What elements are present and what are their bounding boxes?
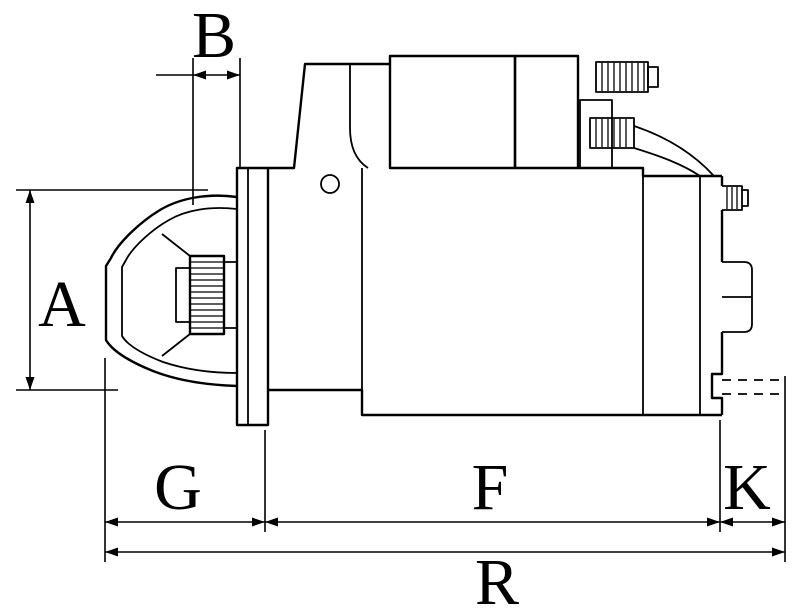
pinion-gear	[188, 254, 226, 336]
dimension-f-arrow-left	[265, 517, 278, 527]
dimension-a: A	[16, 189, 208, 391]
dimension-b: B	[156, 0, 241, 205]
pinion-shaft	[175, 261, 237, 329]
flange-plate	[235, 166, 270, 427]
dimension-g-arrow-left	[105, 517, 118, 527]
terminal-stud-top-threads	[601, 63, 645, 91]
body-section-joints	[361, 168, 701, 415]
dimension-label-a: A	[38, 268, 86, 341]
mounting-flange	[235, 166, 270, 427]
terminal-stud-lower-threads	[595, 119, 627, 147]
dimension-extension-lines-bottom	[104, 358, 786, 562]
dimension-f-arrow-right	[707, 517, 720, 527]
motor-body	[268, 62, 786, 417]
solenoid-main-block	[388, 54, 517, 170]
dimension-b-arrow-left	[193, 70, 206, 80]
dimension-label-b: B	[192, 0, 236, 72]
hidden-stud-dashed-lines	[722, 379, 786, 395]
yoke-outer-contour	[104, 194, 238, 388]
pinion-gear-teeth	[190, 261, 224, 329]
end-cap-bolt-threads	[726, 187, 738, 209]
dimension-g: G	[105, 451, 265, 527]
dimension-g-arrow-right	[252, 517, 265, 527]
dimension-label-r: R	[475, 546, 519, 613]
dimension-label-k: K	[723, 451, 771, 524]
body-bottom	[268, 388, 722, 417]
dimension-b-arrow-right	[227, 70, 240, 80]
yoke-cavity-lines	[161, 233, 191, 357]
dimension-r: R	[105, 546, 785, 613]
end-cap-bolt	[722, 185, 749, 211]
dimension-label-g: G	[154, 451, 202, 524]
dimension-r-arrow-left	[105, 547, 118, 557]
terminal-bracket	[579, 99, 613, 169]
dimension-k-arrow-right	[772, 517, 785, 527]
terminal-stud-top-tip	[647, 66, 659, 88]
dimension-k-arrow-left	[720, 517, 733, 527]
drive-end	[104, 194, 238, 388]
dimension-b-extension-lines	[192, 58, 241, 205]
solenoid	[388, 54, 749, 211]
front-bracket-rib	[349, 64, 369, 169]
dimension-label-f: F	[472, 451, 509, 524]
terminal-strap	[633, 125, 715, 177]
dimension-f: F	[265, 451, 720, 527]
yoke-inner-contour	[121, 207, 238, 374]
dimension-a-extension-lines	[16, 189, 208, 391]
dimension-a-arrow-top	[25, 190, 35, 203]
rear-boss	[722, 261, 753, 333]
solenoid-end-block	[513, 54, 580, 170]
dimension-r-arrow-right	[772, 547, 785, 557]
terminal-stud-top	[595, 61, 649, 93]
dimension-a-arrow-bottom	[25, 377, 35, 390]
end-cap-right-edge	[710, 176, 724, 415]
body-top-right	[578, 166, 722, 178]
body-top-left	[268, 62, 390, 170]
dimension-k: K	[720, 451, 785, 527]
terminal-stud-lower	[589, 117, 635, 149]
bracket-hole	[320, 174, 340, 194]
